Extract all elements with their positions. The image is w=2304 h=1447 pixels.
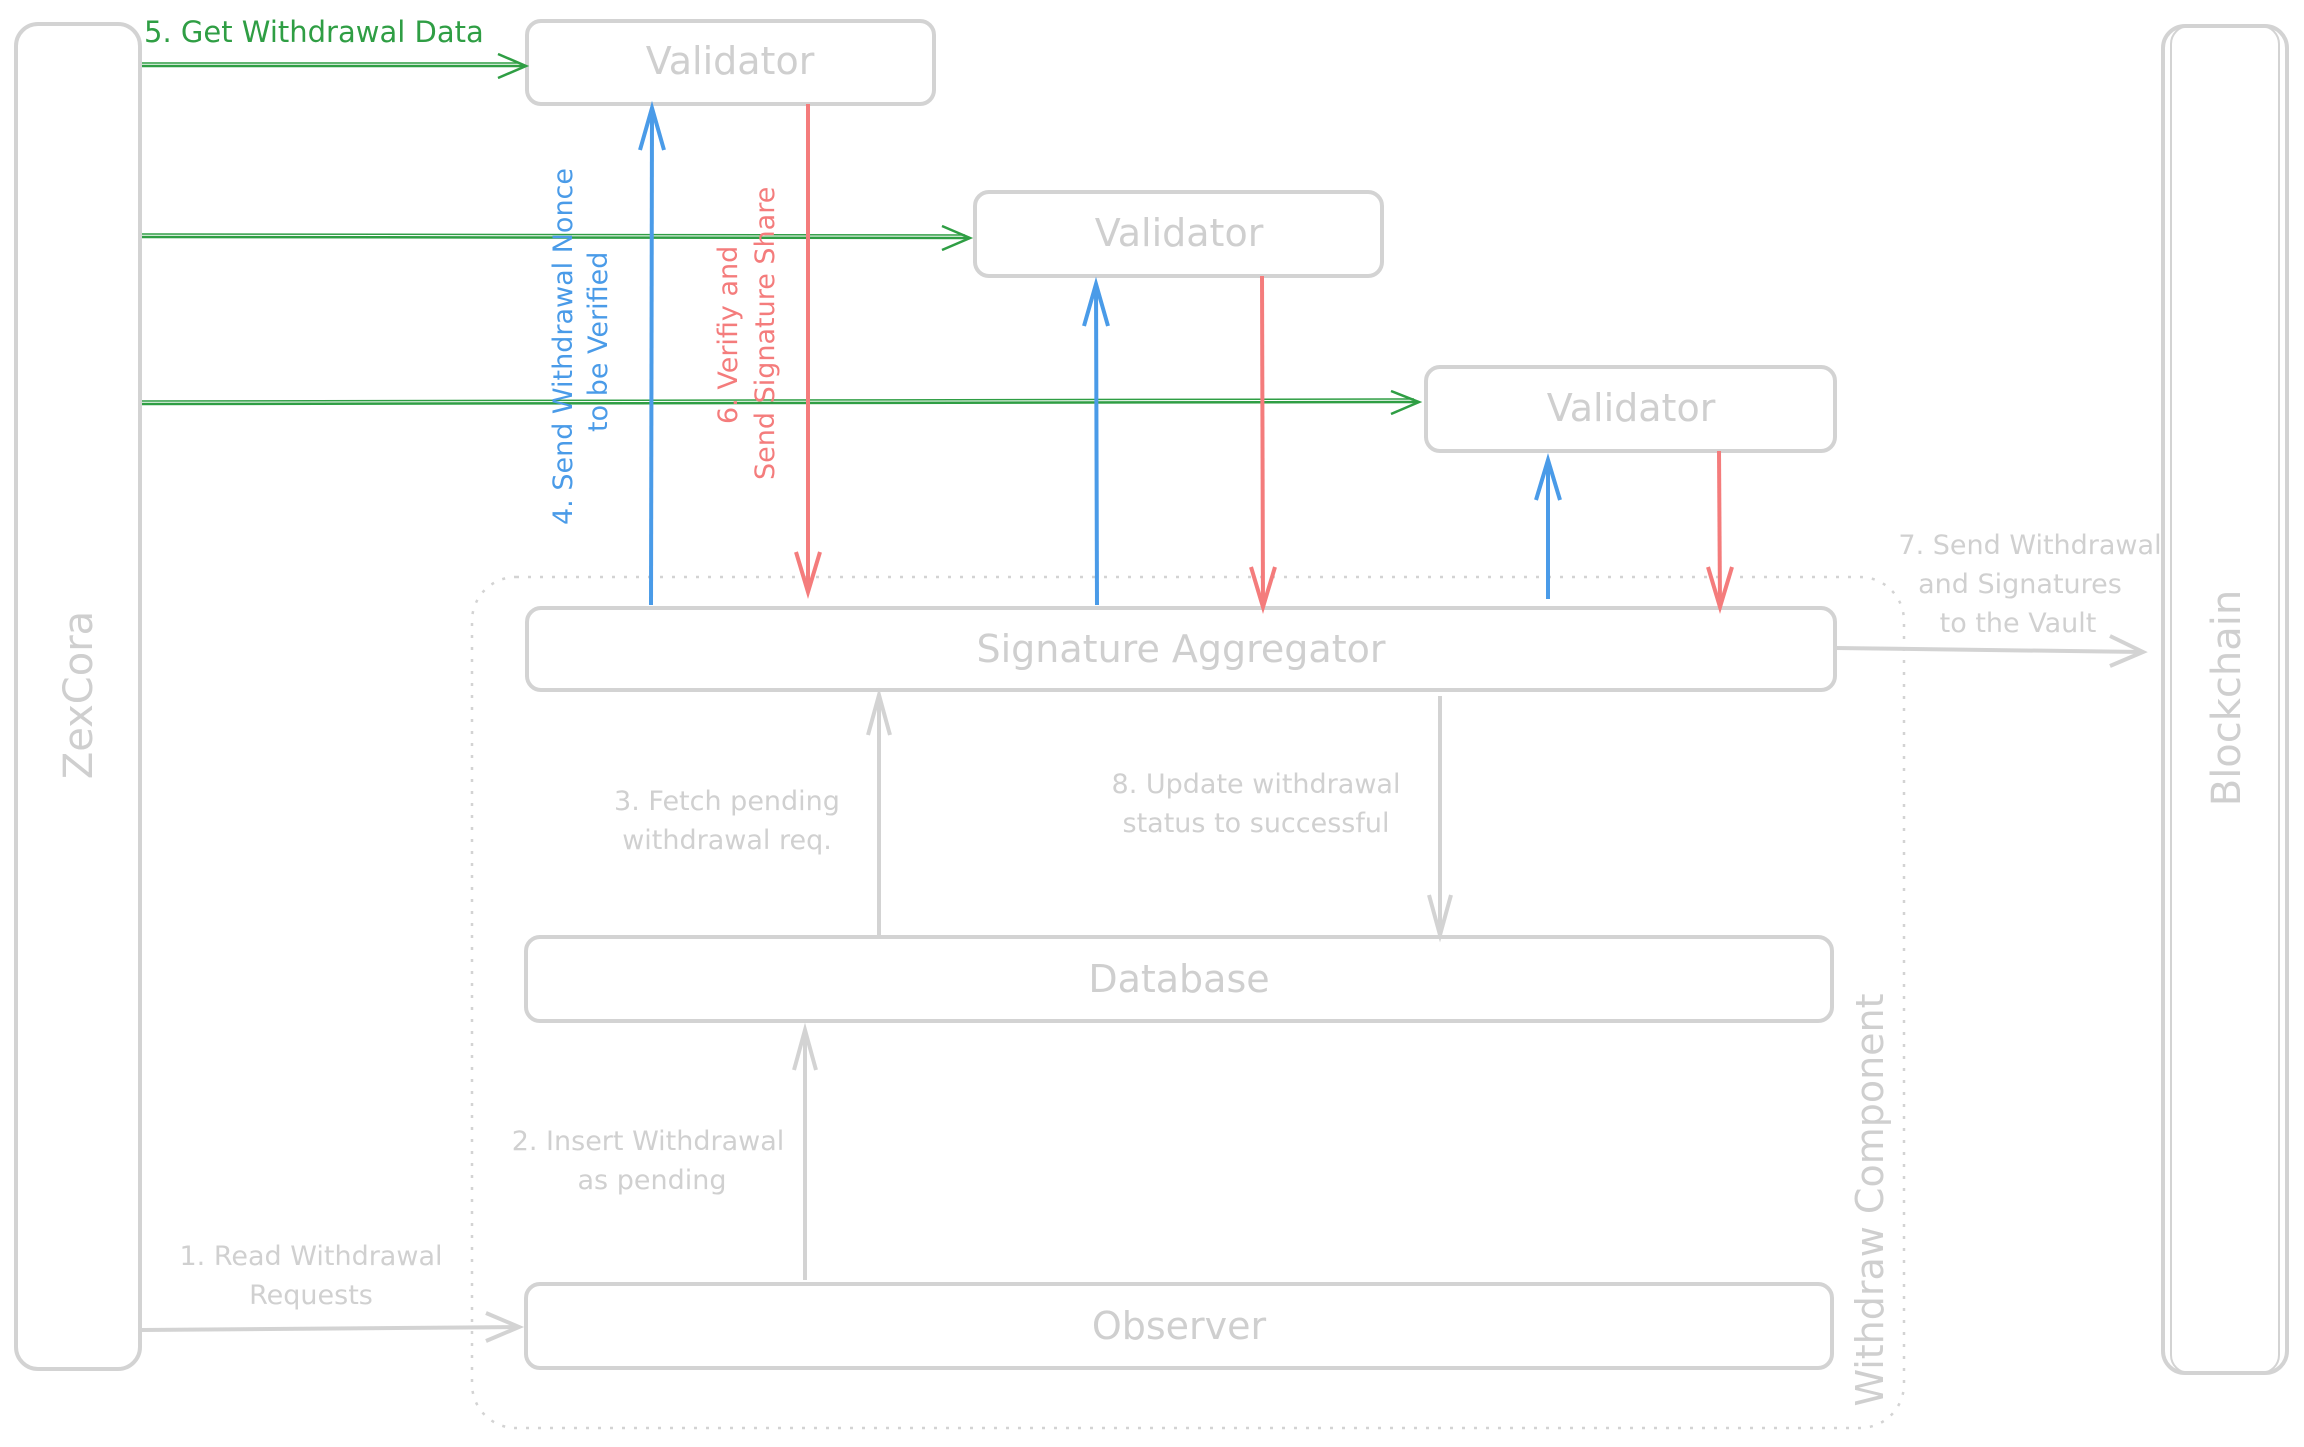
validator-3-node[interactable]: Validator [1424,365,1837,453]
blue-arrow-validator-1 [649,107,654,606]
database-label: Database [1088,957,1269,1001]
step6-label-line2: Send Signature Share [750,187,781,480]
step4-label-line1: 4. Send Withdrawal Nonce [548,168,579,525]
step5-label: 5. Get Withdrawal Data [144,15,484,49]
signature-aggregator-label: Signature Aggregator [977,627,1386,671]
step8-arrow [1427,696,1453,943]
validator-1-label: Validator [646,39,815,83]
red-arrow-validator-3 [1717,450,1722,608]
step6-label-line1: 6. Verifiy and [713,246,744,424]
step6-arrows [794,104,1734,614]
step3-arrow [866,687,892,937]
step1-label-line2: Requests [249,1280,373,1311]
step8-label-line2: status to successful [1123,808,1390,839]
step7-label-line1: 7. Send Withdrawal [1898,530,2161,561]
step4-arrows [638,100,1562,606]
step2-label-line2: as pending [578,1165,727,1196]
red-arrow-validator-2 [1260,275,1265,608]
validator-2-node[interactable]: Validator [973,190,1384,278]
validator-3-label: Validator [1547,386,1716,430]
step7-label-line3: to the Vault [1940,608,2097,639]
step5-arrows [141,52,1423,416]
step7-label-line2: and Signatures [1918,569,2122,600]
observer-node[interactable]: Observer [524,1282,1834,1370]
green-arrow-validator-3 [141,400,1420,406]
observer-label: Observer [1092,1304,1267,1348]
blockchain-node[interactable]: Blockchain [2161,24,2289,1375]
zexcora-label: ZexCora [56,611,102,779]
zexcora-node[interactable]: ZexCora [14,22,142,1371]
step4-label-line2: to be Verified [583,252,614,432]
step2-arrow [792,1022,818,1280]
database-node[interactable]: Database [524,935,1834,1023]
step8-label-line1: 8. Update withdrawal [1112,769,1401,800]
step3-label-line2: withdrawal req. [622,825,832,856]
step7-arrow [1834,634,2148,668]
signature-aggregator-node[interactable]: Signature Aggregator [525,606,1837,692]
step1-label-line1: 1. Read Withdrawal [180,1241,443,1272]
green-arrow-validator-2 [141,235,971,240]
validator-1-node[interactable]: Validator [525,19,936,106]
withdraw-component-container [470,575,1906,1430]
withdraw-component-label: Withdraw Component [1848,993,1892,1406]
step3-label-line1: 3. Fetch pending [614,786,840,817]
step1-arrow [141,1311,525,1343]
blockchain-label: Blockchain [2204,590,2250,807]
step2-label-line1: 2. Insert Withdrawal [512,1126,785,1157]
blue-arrow-validator-2 [1094,283,1099,606]
validator-2-label: Validator [1095,211,1264,255]
